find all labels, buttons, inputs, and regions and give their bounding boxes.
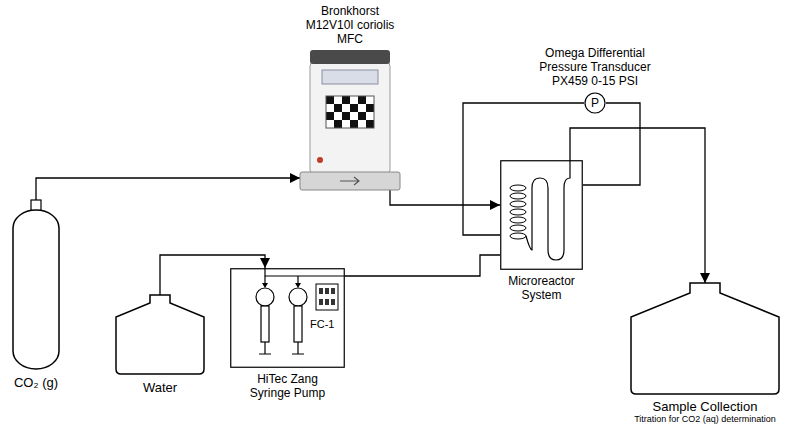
pipe-line <box>345 255 500 276</box>
pump-housing <box>231 269 345 368</box>
mass-flow-controller-outline <box>300 50 400 190</box>
mfc-pattern <box>366 96 374 104</box>
mfc-pattern <box>350 96 358 104</box>
reactor-coil <box>510 217 526 223</box>
reactor-coil <box>510 225 526 231</box>
pipe-line <box>36 178 300 200</box>
pump-display-digit <box>325 288 329 294</box>
mfc-cap <box>310 50 390 64</box>
mfc-pattern <box>358 112 366 120</box>
mfc-pattern <box>334 112 342 120</box>
gas-cylinder-outline <box>12 200 60 370</box>
mfc-flow-arrow <box>340 177 359 185</box>
water-bottle-outline <box>115 295 205 375</box>
sample-bottle: Sample CollectionTitration for CO2 (aq) … <box>630 283 780 395</box>
mfc-pattern <box>358 96 366 104</box>
reactor-coil <box>510 209 526 215</box>
syringe-plunger <box>259 342 271 354</box>
gauge-symbol: P <box>584 92 606 114</box>
mass-flow-controller: Bronkhorst M12V10I coriolis MFC <box>300 50 400 190</box>
reactor-housing <box>501 161 583 270</box>
device-label: Bronkhorst M12V10I coriolis MFC <box>300 4 400 46</box>
mfc-pattern <box>358 104 366 112</box>
device-label: Microreactor System <box>497 274 587 302</box>
mfc-pattern <box>342 112 350 120</box>
mfc-pattern <box>334 120 342 128</box>
device-label: HiTec Zang Syringe Pump <box>238 372 338 400</box>
syringe-barrel <box>294 306 302 342</box>
mfc-pattern <box>334 104 342 112</box>
pipe-line <box>570 128 705 283</box>
mfc-pattern <box>350 112 358 120</box>
pipe-line <box>583 103 640 185</box>
pump-display-digit <box>319 288 323 294</box>
mfc-display <box>322 70 378 84</box>
mfc-pattern <box>366 112 374 120</box>
reactor-coil <box>510 193 526 199</box>
mfc-pattern <box>366 120 374 128</box>
reactor-coil <box>510 185 526 191</box>
cylinder-body <box>13 210 59 369</box>
microreactor: Microreactor System <box>500 160 583 270</box>
pump-display-key <box>331 299 335 305</box>
mfc-pattern-frame <box>326 96 374 128</box>
gas-cylinder: CO₂ (g) <box>12 200 60 370</box>
device-label: Sample Collection <box>635 399 775 414</box>
pump-feed-arrow <box>262 283 268 288</box>
mfc-pattern <box>358 120 366 128</box>
water-bottle: Water <box>115 295 205 375</box>
mfc-pattern <box>334 96 342 104</box>
bottle-outline <box>116 295 204 374</box>
pump-display-digit <box>331 288 335 294</box>
mfc-pattern <box>366 104 374 112</box>
mfc-base <box>300 172 400 190</box>
syringe-valve <box>256 288 274 306</box>
mfc-pattern <box>350 104 358 112</box>
gauge-circle <box>585 93 605 113</box>
mfc-pattern <box>342 104 350 112</box>
microreactor-outline <box>500 160 583 270</box>
pressure-gauge: Omega Differential Pressure Transducer P… <box>584 92 606 114</box>
bottle-outline <box>631 283 779 394</box>
syringe-barrel <box>261 306 269 342</box>
pump-display-key <box>325 299 329 305</box>
syringe-pump: HiTec Zang Syringe PumpFC-1 <box>230 268 345 368</box>
device-label: Omega Differential Pressure Transducer P… <box>539 46 651 88</box>
device-label: CO₂ (g) <box>1 375 71 390</box>
pump-display <box>316 284 338 310</box>
pump-display-key <box>319 299 323 305</box>
mfc-body <box>310 62 390 174</box>
syringe-valve <box>289 288 307 306</box>
pump-model: FC-1 <box>310 318 334 331</box>
device-label: Water <box>115 380 205 395</box>
reactor-channel <box>526 160 570 260</box>
mfc-pattern <box>326 120 334 128</box>
pump-feed-arrow <box>295 283 301 288</box>
reactor-coil <box>510 233 526 239</box>
device-note: Titration for CO2 (aq) determination <box>610 414 800 425</box>
sample-bottle-outline <box>630 283 780 395</box>
pump-manifold <box>265 268 345 276</box>
mfc-pattern <box>342 96 350 104</box>
mfc-pattern <box>326 112 334 120</box>
mfc-pattern <box>326 104 334 112</box>
mfc-led <box>317 157 323 163</box>
pipe-line <box>390 190 500 205</box>
mfc-pattern <box>350 120 358 128</box>
mfc-pattern <box>326 96 334 104</box>
syringe-plunger <box>292 342 304 354</box>
mfc-pattern <box>342 120 350 128</box>
reactor-coil <box>510 201 526 207</box>
